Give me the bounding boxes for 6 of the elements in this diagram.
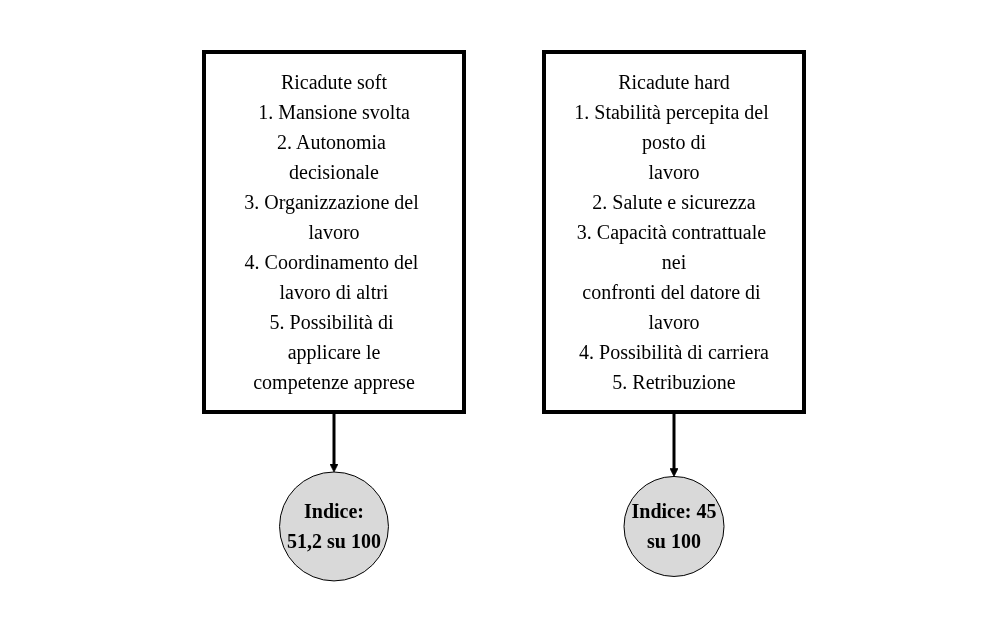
node-box: Ricadute hard 1. Stabilità percepita del posto di lavoro 2. Salute e sicurezza 3. Capacità contrattuale nei confronti del datore di lavoro 4. Possibilità di carriera 5. Retribuzione (542, 50, 806, 415)
node-circle: Indice: 45 su 100 (623, 476, 725, 577)
node-circle: Indice: 51,2 su 100 (279, 471, 389, 582)
arrow (669, 412, 679, 477)
arrow (329, 412, 339, 473)
node-box: Ricadute soft 1. Mansione svolta 2. Autonomia decisionale 3. Organizzazione del lavoro 4. Coordinamento del lavoro di altri 5. Possibilità di applicare le competenze apprese (202, 50, 466, 415)
